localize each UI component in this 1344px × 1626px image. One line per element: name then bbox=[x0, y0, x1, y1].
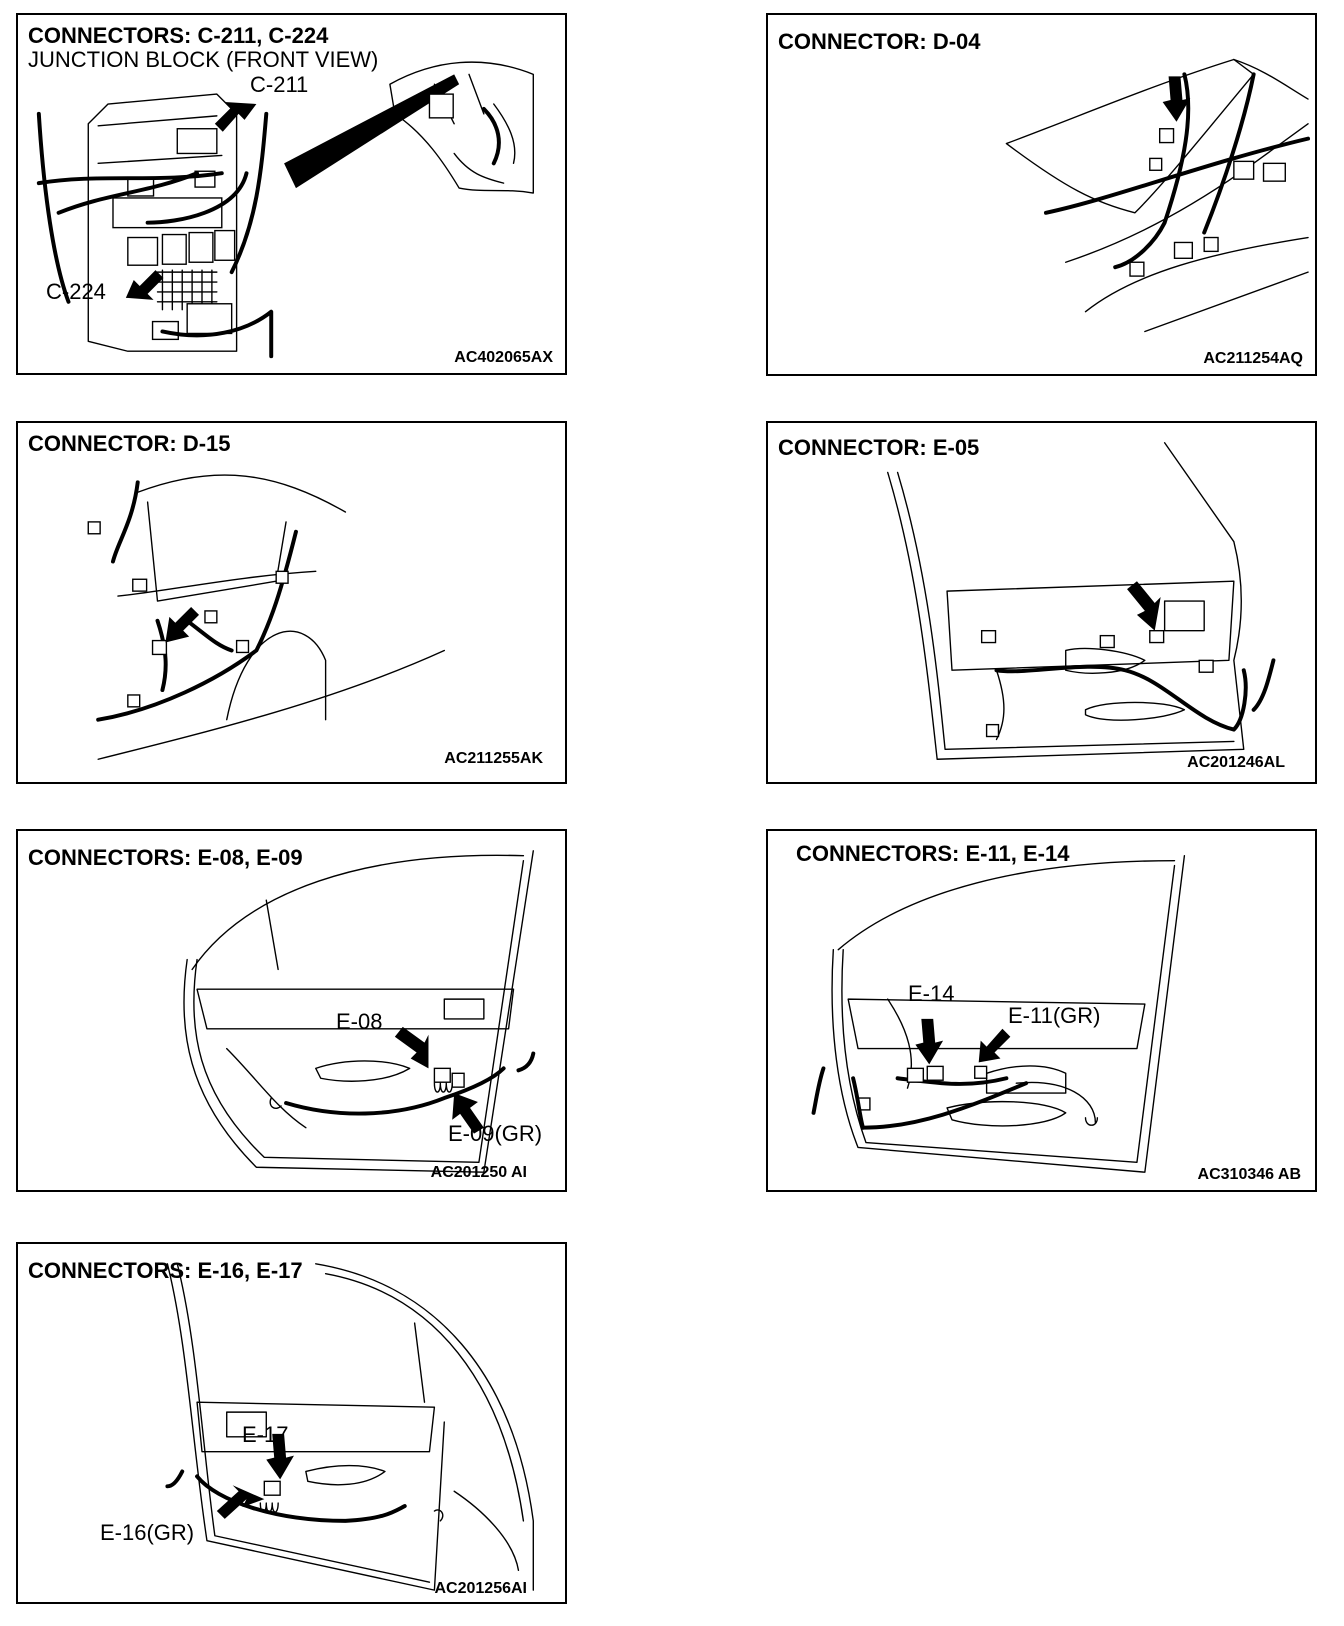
rear-door-harness-illustration bbox=[183, 850, 536, 1173]
connector-label-e09: E-09(GR) bbox=[448, 1121, 543, 1146]
figure-code: AC201250 AI bbox=[430, 1164, 527, 1181]
connector-label-e08: E-08 bbox=[336, 1009, 383, 1034]
figure-code: AC211255AK bbox=[444, 750, 543, 767]
connector-label-e11: E-11(GR) bbox=[1008, 1003, 1101, 1028]
front-door-switch-harness-illustration bbox=[811, 855, 1186, 1173]
figure-code: AC211254AQ bbox=[1203, 350, 1303, 367]
figure-connector-d15: CONNECTOR: D-15 AC211255AK bbox=[16, 421, 567, 784]
rear-quarter-harness-illustration bbox=[87, 474, 445, 760]
figure-junction-block: CONNECTORS: C-211, C-224 JUNCTION BLOCK … bbox=[16, 13, 567, 375]
figure-title: CONNECTOR: E-05 bbox=[778, 435, 980, 460]
figure-connector-d04: CONNECTOR: D-04 AC211254AQ bbox=[766, 13, 1317, 376]
figure-connectors-e16-e17: CONNECTORS: E-16, E-17 E-17 E-16(GR) AC2… bbox=[16, 1242, 567, 1604]
figure-code: AC201256AI bbox=[434, 1580, 528, 1597]
connector-label-c224: C-224 bbox=[46, 279, 106, 304]
front-door-harness-illustration bbox=[887, 442, 1276, 760]
connector-label-e17: E-17 bbox=[242, 1422, 289, 1447]
junction-block-illustration bbox=[36, 61, 534, 359]
connector-label-e14: E-14 bbox=[908, 981, 955, 1006]
figure-code: AC310346 AB bbox=[1197, 1166, 1301, 1183]
rear-door-switch-harness-illustration bbox=[165, 1263, 534, 1591]
connector-label-c211: C-211 bbox=[250, 72, 309, 97]
figure-title: CONNECTOR: D-04 bbox=[778, 29, 981, 54]
figure-connectors-e11-e14: CONNECTORS: E-11, E-14 E-14 E-11(GR) AC3… bbox=[766, 829, 1317, 1192]
connector-label-e16: E-16(GR) bbox=[100, 1520, 195, 1545]
figure-code: AC201246AL bbox=[1187, 754, 1285, 771]
figure-title: CONNECTORS: E-11, E-14 bbox=[796, 841, 1070, 866]
figure-title: CONNECTORS: E-08, E-09 bbox=[28, 845, 303, 870]
figure-subtitle: JUNCTION BLOCK (FRONT VIEW) bbox=[28, 47, 379, 72]
windshield-harness-illustration bbox=[1005, 58, 1311, 333]
figure-connectors-e08-e09: CONNECTORS: E-08, E-09 E-08 E-09(GR) AC2… bbox=[16, 829, 567, 1192]
figure-title: CONNECTORS: C-211, C-224 bbox=[28, 23, 329, 48]
figure-connector-e05: CONNECTOR: E-05 AC201246AL bbox=[766, 421, 1317, 784]
figure-title: CONNECTOR: D-15 bbox=[28, 431, 231, 456]
figure-code: AC402065AX bbox=[454, 349, 553, 366]
figure-title: CONNECTORS: E-16, E-17 bbox=[28, 1258, 303, 1283]
